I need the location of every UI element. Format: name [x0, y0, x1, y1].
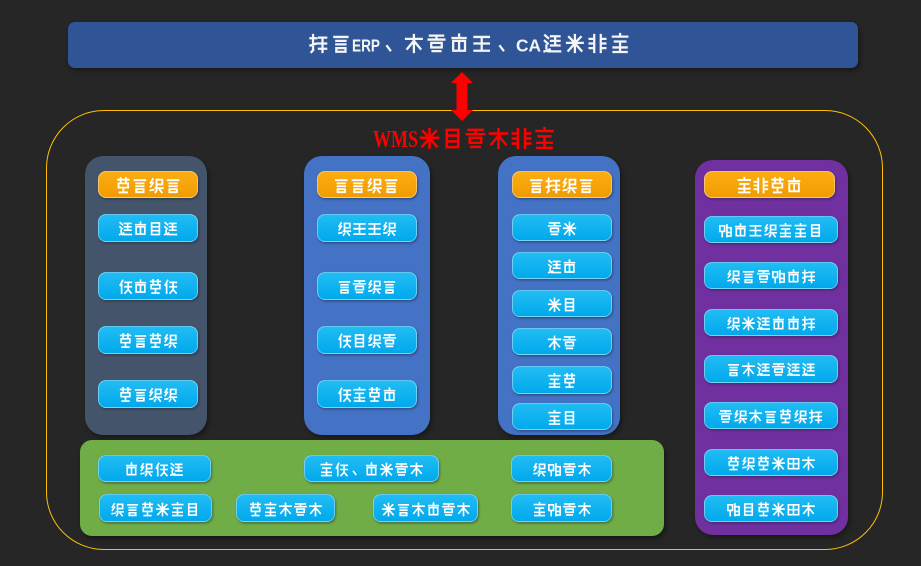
svg-text:CA: CA: [516, 36, 541, 56]
svg-text:WMS: WMS: [373, 127, 418, 153]
svg-text:ERP: ERP: [352, 36, 380, 56]
